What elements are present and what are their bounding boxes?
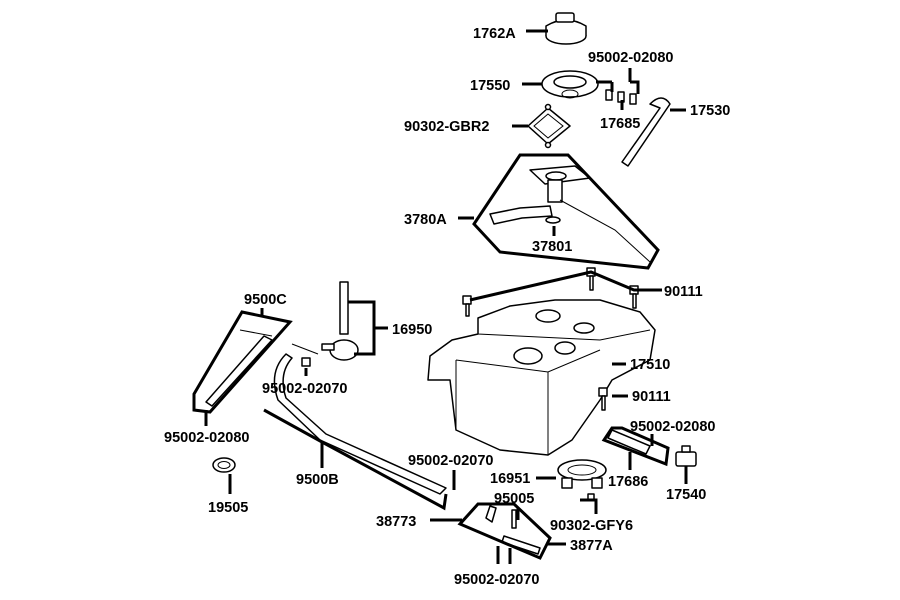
callout-90302-gfy6: 90302-GFY6 [550,518,633,534]
leader-90111-top [469,270,662,302]
callout-90111-mid: 90111 [632,389,671,405]
clamp-19505-part [212,457,236,473]
callout-16950: 16950 [392,322,432,338]
callout-95002-02070-bottom: 95002-02070 [454,572,539,588]
callout-90302-gbr2: 90302-GBR2 [404,119,489,135]
filter-17540-part [675,445,697,467]
callout-17685: 17685 [600,116,640,132]
callout-3877a: 3877A [570,538,613,554]
callout-3780a: 3780A [404,212,447,228]
gauge-bracket-part [527,103,571,149]
callout-95002-02080-right: 95002-02080 [630,419,715,435]
callout-1762a: 1762A [473,26,516,42]
box-9500b [263,408,448,511]
callout-95002-02070-left: 95002-02070 [262,381,347,397]
drain-hose-part [485,505,541,555]
hose-9500b-part [273,353,447,495]
hose-clip-part [605,89,637,105]
leader-90302-gfy6 [580,498,598,514]
callout-9500b: 9500B [296,472,339,488]
breather-hose-part [621,97,671,167]
box-9500c [192,310,293,414]
callout-9500c: 9500C [244,292,287,308]
hose-17686-part [607,429,651,455]
box-17686 [601,426,670,467]
bolt-part-2 [598,387,608,411]
clamp-16951-part [557,459,607,489]
callout-17550: 17550 [470,78,510,94]
fuel-cock-part [321,281,359,361]
fuel-cap-part [545,12,587,45]
callout-38773: 38773 [376,514,416,530]
callout-95002-02080-top: 95002-02080 [588,50,673,66]
filler-gasket-part [541,70,599,99]
callout-17686: 17686 [608,474,648,490]
leader-16950 [348,300,388,356]
callout-90111-top: 90111 [664,284,703,300]
callout-19505: 19505 [208,500,248,516]
leader-95002-02070-bottom [496,546,512,564]
hose-clamp-part [301,357,311,367]
callout-95002-02070-mid: 95002-02070 [408,453,493,469]
leader-95002-02080-top [596,68,640,94]
flow-arrow [291,343,319,355]
callout-17510: 17510 [630,357,670,373]
callout-16951: 16951 [490,471,530,487]
box-3877a [457,502,552,560]
callout-17530: 17530 [690,103,730,119]
box-3780a [472,153,660,270]
fuel-tank-part [427,299,656,456]
callout-95002-02080-left: 95002-02080 [164,430,249,446]
callout-95005: 95005 [494,491,534,507]
callout-17540: 17540 [666,487,706,503]
callout-37801: 37801 [532,239,572,255]
